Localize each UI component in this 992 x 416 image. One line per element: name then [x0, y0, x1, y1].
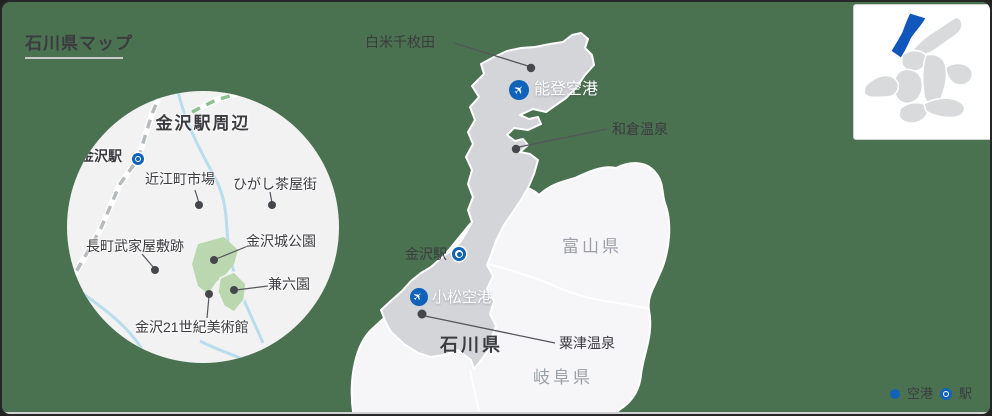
- kanazawa-station-icon-inset: [132, 153, 144, 165]
- locator-pref-shape: [863, 74, 900, 99]
- shiroyone-label: 白米千枚田: [365, 34, 435, 50]
- kanazawa-station-label-inset: 金沢駅: [80, 148, 122, 164]
- prefecture-border-fukui-gifu: [469, 369, 481, 414]
- river-line: [176, 91, 265, 344]
- locator-pref-shape: [898, 101, 929, 124]
- awazu-label: 粟津温泉: [559, 335, 615, 351]
- kenrokuen-label: 兼六園: [268, 276, 310, 292]
- nagamachi-leader: [141, 253, 155, 269]
- airplane-icon: ✈: [411, 289, 427, 305]
- prefecture-border-toyama-gifu: [487, 263, 650, 310]
- locator-ishikawa-highlight: [890, 12, 927, 59]
- wakura-label: 和倉温泉: [612, 121, 668, 137]
- station-icon-core: [944, 391, 949, 396]
- locator-pref-shape: [923, 97, 966, 119]
- inset-title: 金沢駅周辺: [155, 114, 251, 133]
- station-legend-icon: [940, 387, 953, 400]
- page-title: 石川県マップ: [25, 34, 133, 53]
- rail-line-gray-dashed: [68, 91, 164, 283]
- awazu-leader-line: [424, 315, 556, 344]
- locator-canvas: [863, 12, 974, 124]
- castle-park-label: 金沢城公園: [246, 233, 316, 249]
- awazu-dot: [417, 309, 427, 319]
- omicho-label: 近江町市場: [145, 171, 215, 187]
- castle-park-area: [192, 237, 238, 294]
- title-underline: [25, 57, 123, 59]
- shiroyone-dot: [526, 63, 536, 73]
- airport-legend-label: 空港: [907, 386, 934, 401]
- ishikawa-pref-label: 石川県: [440, 335, 503, 355]
- higashi-label: ひがし茶屋街: [233, 176, 317, 192]
- castle-leader: [215, 245, 249, 260]
- airport-legend-icon: [890, 388, 900, 399]
- nagamachi-label: 長町武家屋敷跡: [86, 238, 184, 254]
- kenrokuen-leader: [235, 285, 269, 291]
- omicho-leader: [194, 189, 200, 204]
- museum-dot: [205, 290, 213, 298]
- toyama-pref-label: 富山県: [562, 237, 622, 256]
- nagamachi-dot: [151, 266, 159, 274]
- kenrokuen-dot: [230, 286, 238, 294]
- wakura-leader-line: [518, 128, 608, 148]
- gifu-pref-label: 岐阜県: [533, 368, 593, 387]
- museum21-label: 金沢21世紀美術館: [135, 319, 249, 335]
- ishikawa-landmass: [380, 32, 595, 370]
- higashi-dot: [268, 201, 276, 209]
- shiroyone-leader-line: [453, 42, 529, 67]
- kanazawa-station-icon-main: [452, 247, 466, 261]
- rail-line-green-dashed: [191, 91, 255, 114]
- airplane-icon: ✈: [510, 81, 528, 99]
- japan-locator-inset: [853, 4, 990, 140]
- noto-airport-icon: ✈: [509, 80, 529, 100]
- station-legend-label: 駅: [959, 386, 973, 401]
- wakura-dot: [511, 144, 521, 154]
- komatsu-airport-icon: ✈: [410, 288, 428, 306]
- kanazawa-station-label-main: 金沢駅: [405, 246, 447, 262]
- station-area-inset: 金沢駅周辺 金沢駅 近江町市場 ひがし茶屋街 長町武家屋敷跡 金沢城公園 兼六園…: [67, 91, 339, 363]
- map-legend: 空港 駅: [890, 387, 972, 400]
- inset-canvas: [67, 91, 276, 363]
- station-icon-core: [136, 157, 140, 161]
- bottom-strip: [2, 412, 990, 414]
- locator-pref-shape: [945, 62, 974, 86]
- castle-dot: [210, 256, 218, 264]
- komatsu-airport-label: 小松空港: [432, 289, 493, 306]
- museum-leader: [206, 295, 210, 319]
- station-icon-core: [456, 251, 462, 257]
- noto-airport-label: 能登空港: [534, 81, 599, 98]
- omicho-dot: [195, 201, 203, 209]
